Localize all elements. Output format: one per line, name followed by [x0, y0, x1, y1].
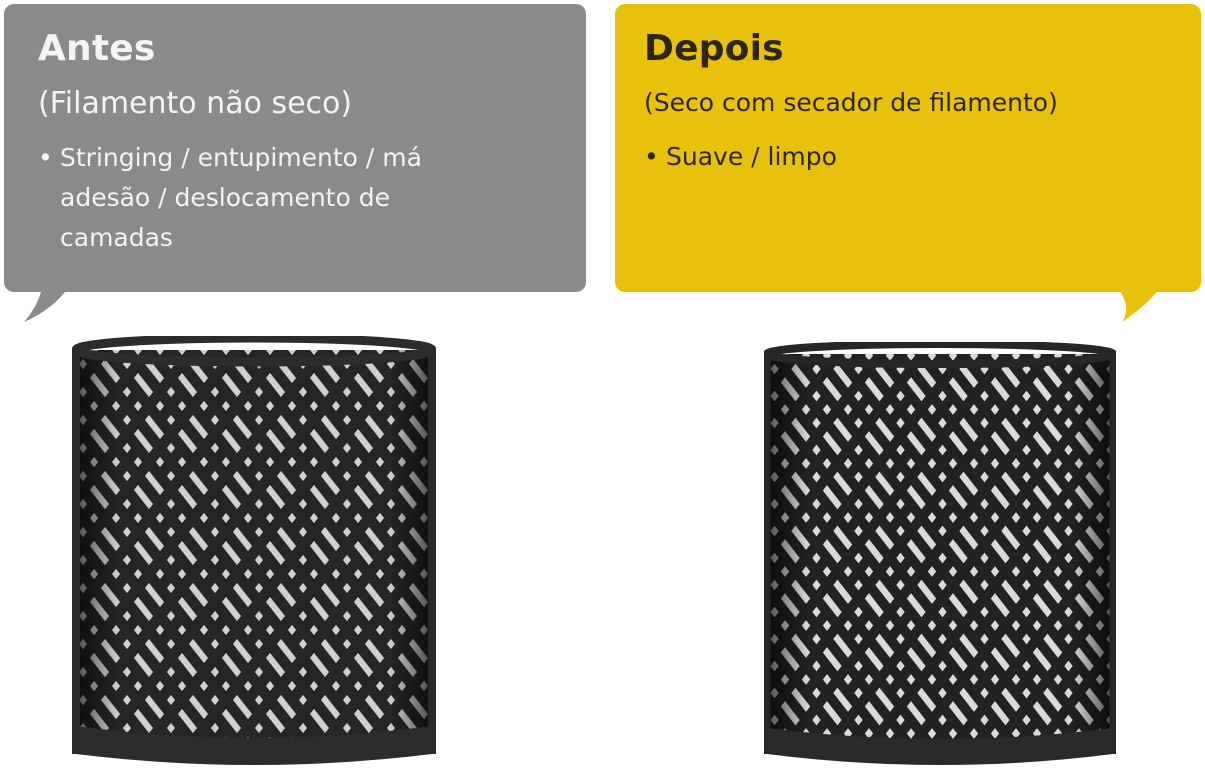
before-print-image [72, 336, 436, 765]
after-title: Depois [644, 28, 784, 69]
after-bullet-list: • Suave / limpo [644, 140, 1201, 174]
before-subtitle: (Filamento não seco) [38, 86, 353, 121]
after-bullet-text: Suave / limpo [666, 142, 837, 171]
after-callout: Depois (Seco com secador de filamento) •… [615, 4, 1201, 292]
before-bullet-text: Stringing / entupimento / má adesão / de… [60, 143, 422, 252]
before-bullet-list: • Stringing / entupimento / má adesão / … [38, 138, 586, 258]
after-print-image [764, 342, 1116, 765]
before-callout-tail [24, 288, 68, 322]
bullet-icon: • [38, 143, 53, 172]
before-title: Antes [38, 28, 156, 69]
after-callout-tail [1118, 288, 1160, 322]
before-bullet-item: • Stringing / entupimento / má adesão / … [38, 138, 490, 258]
after-bullet-item: • Suave / limpo [644, 140, 1201, 174]
after-subtitle: (Seco com secador de filamento) [644, 88, 1058, 117]
bullet-icon: • [644, 142, 659, 171]
before-callout: Antes (Filamento não seco) • Stringing /… [4, 4, 586, 292]
